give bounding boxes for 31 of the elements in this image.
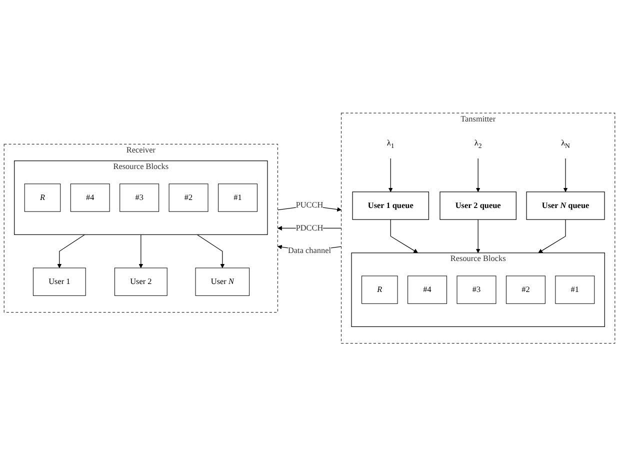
- node-box: R: [24, 183, 61, 212]
- node-box: R: [362, 275, 398, 304]
- arrow: [57, 234, 86, 268]
- node-text: λ$_{N}$: [561, 138, 570, 150]
- node-box: User N queue: [526, 191, 605, 220]
- node-text: λ$_{2}$: [474, 138, 482, 150]
- edge-label: PDCCH: [296, 223, 324, 232]
- arrow: [563, 158, 568, 192]
- node-box: #2: [168, 183, 208, 212]
- node-box: #4: [408, 275, 448, 304]
- node-box: User 2: [114, 267, 168, 296]
- node-box: #4: [70, 183, 110, 212]
- node-box: #2: [506, 275, 546, 304]
- arrow: [390, 219, 418, 253]
- node-box: User 2 queue: [440, 191, 516, 220]
- arrow: [538, 219, 566, 253]
- edge-label: Data channel: [288, 246, 332, 255]
- node-box: #3: [456, 275, 496, 304]
- node-box: #1: [218, 183, 258, 212]
- node-box: User 1 queue: [352, 191, 430, 220]
- arrow: [476, 158, 480, 192]
- arrow: [388, 158, 393, 192]
- node-text: λ$_{1}$: [386, 138, 394, 150]
- arrow: [476, 219, 480, 253]
- node-box: #3: [120, 183, 160, 212]
- node-box: User N: [195, 267, 250, 296]
- arrow: [138, 234, 144, 268]
- node-box: #1: [555, 275, 595, 304]
- node-box: User 1: [32, 267, 86, 296]
- arrow: [196, 234, 225, 268]
- edge-label: PUCCH: [296, 200, 324, 210]
